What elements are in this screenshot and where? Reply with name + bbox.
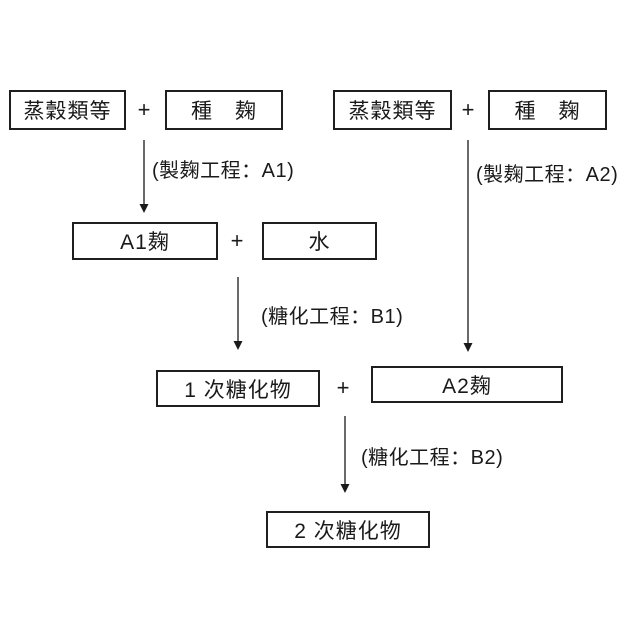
plus-operator-mix2: +: [336, 375, 350, 400]
arrow-down-a2-icon: [463, 140, 473, 352]
label-koji-making-process-a2: (製麹工程：A2): [476, 164, 619, 186]
label-saccharification-process-b1: (糖化工程：B1): [261, 306, 404, 328]
arrow-down-b1-icon: [233, 277, 243, 350]
plus-operator-right-top: +: [461, 97, 475, 122]
box-second-saccharified-product: 2 次糖化物: [266, 511, 430, 548]
box-steamed-grains-left: 蒸穀類等: [9, 90, 126, 130]
label-koji-making-process-a1: (製麹工程：A1): [152, 160, 295, 182]
box-seed-koji-left: 種 麹: [165, 90, 283, 130]
plus-operator-mix1: +: [230, 228, 244, 253]
box-seed-koji-right: 種 麹: [488, 90, 607, 130]
box-steamed-grains-right: 蒸穀類等: [333, 90, 452, 130]
box-first-saccharified-product: 1 次糖化物: [156, 370, 320, 407]
box-a1-koji: A1麹: [72, 222, 218, 260]
plus-operator-left-top: +: [137, 97, 151, 122]
box-water: 水: [262, 222, 377, 260]
arrow-down-a1-icon: [139, 140, 149, 213]
box-a2-koji: A2麹: [371, 366, 563, 403]
label-saccharification-process-b2: (糖化工程：B2): [361, 447, 504, 469]
arrow-down-b2-icon: [340, 416, 350, 493]
